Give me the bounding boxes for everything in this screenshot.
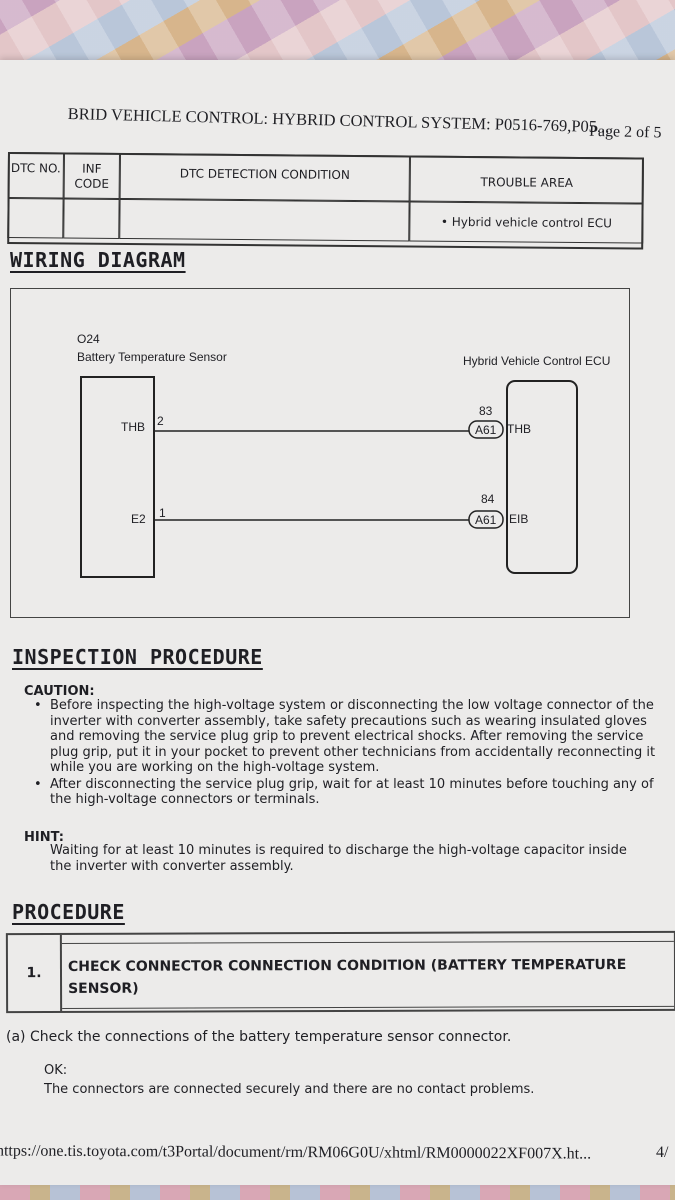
dtc-table: DTC NO. INF CODE DTC DETECTION CONDITION…	[7, 152, 644, 250]
dtc-header-detection-condition: DTC DETECTION CONDITION	[119, 152, 410, 202]
connector-a61-bottom-label: A61	[475, 513, 497, 527]
dtc-header-inf-code: INF CODE	[63, 152, 120, 199]
step-instruction: (a) Check the connections of the battery…	[6, 1029, 512, 1045]
dtc-cell-detection-condition	[119, 198, 410, 242]
ecu-terminal-eib-label: EIB	[509, 512, 528, 526]
wiring-diagram-svg: O24 Battery Temperature Sensor Hybrid Ve…	[77, 332, 610, 578]
sensor-code: O24	[77, 332, 100, 346]
dtc-header-trouble-area: TROUBLE AREA	[409, 155, 644, 204]
ecu-pin-84-label: 84	[481, 492, 495, 506]
hint-text: Waiting for at least 10 minutes is requi…	[50, 843, 627, 874]
dtc-cell-inf-code	[63, 198, 120, 239]
connector-a61-bottom	[468, 510, 504, 529]
procedure-step-1: 1. CHECK CONNECTOR CONNECTION CONDITION …	[5, 930, 675, 1014]
wiring-diagram: O24 Battery Temperature Sensor Hybrid Ve…	[10, 288, 630, 618]
hint-label: HINT:	[24, 830, 64, 845]
background-fabric-bottom	[0, 1180, 675, 1200]
connector-a61-top-label: A61	[475, 423, 497, 437]
caution-list: Before inspecting the high-voltage syste…	[32, 698, 658, 809]
sensor-box	[80, 376, 155, 578]
dtc-cell-dtc-no	[7, 197, 64, 239]
caution-item: After disconnecting the service plug gri…	[32, 777, 658, 808]
wiring-diagram-heading: WIRING DIAGRAM	[10, 248, 186, 272]
step-title: CHECK CONNECTOR CONNECTION CONDITION (BA…	[67, 957, 627, 997]
procedure-heading: PROCEDURE	[12, 900, 125, 924]
ecu-terminal-thb-label: THB	[507, 422, 531, 436]
ecu-pin-83-label: 83	[479, 404, 493, 418]
connector-a61-top	[468, 420, 504, 439]
caution-label: CAUTION:	[24, 684, 95, 699]
ok-label: OK:	[44, 1063, 68, 1078]
pin-1-label: 1	[159, 506, 166, 520]
step-number: 1.	[7, 934, 63, 1012]
caution-item: Before inspecting the high-voltage syste…	[32, 698, 658, 776]
pin-2-label: 2	[157, 414, 164, 428]
ok-text: The connectors are connected securely an…	[44, 1082, 535, 1097]
dtc-header-dtc-no: DTC NO.	[7, 152, 64, 199]
ecu-box	[506, 380, 578, 574]
ecu-name: Hybrid Vehicle Control ECU	[463, 354, 610, 368]
step-title-cell: CHECK CONNECTOR CONNECTION CONDITION (BA…	[61, 940, 675, 1009]
sensor-name: Battery Temperature Sensor	[77, 350, 227, 364]
terminal-thb-label: THB	[121, 420, 145, 434]
inspection-procedure-heading: INSPECTION PROCEDURE	[12, 645, 263, 669]
terminal-e2-label: E2	[131, 512, 146, 526]
document-page	[0, 60, 675, 1185]
dtc-cell-trouble-area: • Hybrid vehicle control ECU	[409, 201, 644, 244]
header-page-number: Page 2 of 5	[588, 122, 662, 142]
footer-url: https://one.tis.toyota.com/t3Portal/docu…	[0, 1142, 592, 1163]
footer-page-number: 4/	[656, 1144, 669, 1161]
